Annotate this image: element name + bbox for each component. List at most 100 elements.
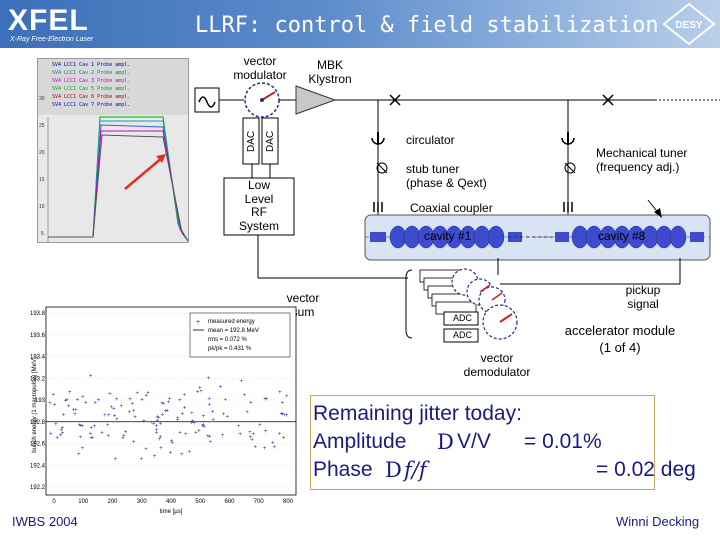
y-tick: 192.4: [30, 463, 46, 469]
data-point: +: [254, 445, 258, 451]
data-point: +: [144, 447, 148, 453]
data-point: +: [184, 432, 188, 438]
data-point: +: [153, 454, 157, 460]
y-tick: 192.2: [30, 485, 46, 491]
data-point: +: [140, 398, 144, 404]
dac-label: DAC: [245, 131, 259, 152]
data-point: +: [135, 391, 139, 397]
data-point: +: [219, 385, 223, 391]
phase-jitter-value: = 0.02 deg: [596, 456, 696, 484]
data-point: +: [120, 404, 124, 410]
cavity-8-label: cavity #8: [598, 229, 645, 243]
adc-label: ADC: [453, 313, 472, 324]
xfel-logo: XFEL: [8, 4, 89, 38]
data-point: +: [178, 431, 182, 437]
data-point: +: [221, 433, 225, 439]
data-point: +: [245, 410, 249, 416]
coaxial-coupler-label: Coaxial coupler: [410, 201, 493, 215]
data-point: +: [103, 413, 107, 419]
x-tick: 400: [166, 499, 177, 505]
data-point: +: [271, 441, 275, 447]
desy-logo-icon: DESY: [662, 2, 716, 46]
data-point: +: [121, 436, 125, 442]
phase-jitter-label: Phase: [313, 456, 373, 484]
data-point: +: [162, 402, 166, 408]
data-point: +: [81, 446, 85, 452]
vector-demodulator-label: vector demodulator: [452, 351, 542, 379]
data-point: +: [192, 421, 196, 427]
data-point: +: [79, 435, 83, 441]
data-point: +: [237, 424, 241, 430]
data-point: +: [242, 393, 246, 399]
data-point: +: [61, 426, 65, 432]
data-point: +: [81, 424, 85, 430]
data-point: +: [202, 414, 206, 420]
data-point: +: [107, 413, 111, 419]
y-tick: 193.8: [30, 311, 46, 317]
accelerator-module-label: accelerator module (1 of 4): [545, 322, 695, 356]
dac-label: DAC: [264, 131, 278, 152]
stub-tuner-label: stub tuner (phase & Qext): [406, 162, 487, 190]
x-tick: 600: [224, 499, 235, 505]
data-point: +: [280, 401, 284, 407]
data-point: +: [140, 457, 144, 463]
slide-title: LLRF: control & field stabilization: [195, 13, 659, 38]
data-point: +: [178, 398, 182, 404]
xfel-logo-subtitle: X-Ray Free-Electron Laser: [10, 36, 93, 43]
data-point: +: [51, 392, 55, 398]
adc-label: ADC: [453, 330, 472, 341]
data-point: +: [106, 434, 110, 440]
data-point: +: [152, 421, 156, 427]
klystron-label: MBK Klystron: [300, 58, 360, 86]
data-point: +: [124, 430, 128, 436]
legend-entry: pk/pk = 0.431 %: [208, 346, 252, 352]
data-point: +: [54, 422, 58, 428]
data-point: +: [48, 401, 52, 407]
llrf-system-label: Low Level RF System: [224, 179, 294, 233]
data-point: +: [100, 431, 104, 437]
data-point: +: [97, 398, 101, 404]
x-tick: 500: [195, 499, 206, 505]
data-point: +: [240, 379, 244, 385]
data-point: +: [133, 415, 137, 421]
data-point: +: [207, 376, 211, 382]
data-point: +: [157, 437, 161, 443]
data-point: +: [202, 424, 206, 430]
bunch-energy-plot: ++++++++++++++++++++++++++++++++++++++++…: [30, 305, 300, 515]
data-point: +: [285, 413, 289, 419]
data-point: +: [263, 397, 267, 403]
circulator-label: circulator: [406, 133, 455, 147]
x-tick: 700: [254, 499, 265, 505]
footer-author: Winni Decking: [616, 514, 699, 529]
amplitude-jitter-expression: V/V: [457, 428, 491, 456]
data-point: +: [49, 432, 53, 438]
data-point: +: [161, 413, 165, 419]
data-point: +: [132, 409, 136, 415]
amplitude-jitter-label: Amplitude: [313, 428, 406, 456]
data-point: +: [258, 423, 262, 429]
data-point: +: [211, 418, 215, 424]
data-point: +: [155, 415, 159, 421]
data-point: +: [207, 396, 211, 402]
data-point: +: [155, 431, 159, 437]
mechanical-tuner-label: Mechanical tuner (frequency adj.): [596, 146, 687, 174]
x-tick: 800: [283, 499, 294, 505]
x-tick: 0: [52, 499, 56, 505]
x-tick: 300: [137, 499, 148, 505]
data-point: +: [115, 397, 119, 403]
data-point: +: [180, 452, 184, 458]
data-point: +: [108, 392, 112, 398]
data-point: +: [188, 450, 192, 456]
data-point: +: [263, 446, 267, 452]
data-point: +: [93, 424, 97, 430]
data-point: +: [181, 411, 185, 417]
vector-modulator-label: vector modulator: [225, 54, 295, 82]
phase-delta-symbol: D: [385, 456, 402, 484]
amplitude-jitter-value: = 0.01%: [524, 428, 602, 456]
data-point: +: [72, 408, 76, 414]
legend-entry: mean = 192.8 MeV: [208, 328, 259, 334]
bunch-energy-plot-svg: ++++++++++++++++++++++++++++++++++++++++…: [30, 305, 300, 515]
data-point: +: [197, 429, 201, 435]
data-point: +: [198, 386, 202, 392]
data-point: +: [170, 441, 174, 447]
